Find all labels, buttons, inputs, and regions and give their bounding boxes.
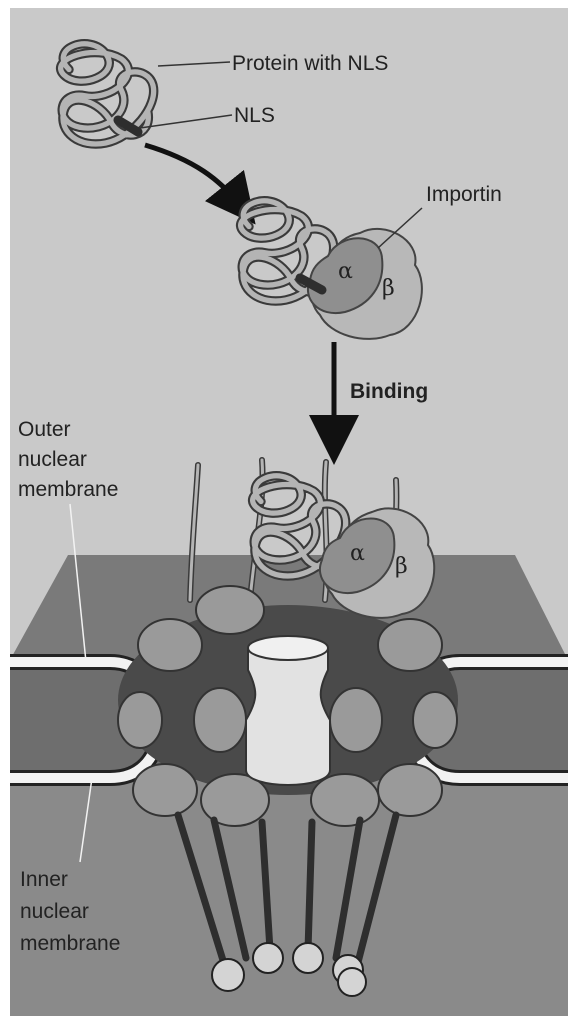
- svg-text:Inner: Inner: [20, 868, 68, 891]
- svg-text:nuclear: nuclear: [20, 900, 89, 923]
- binding-label: Binding: [350, 380, 428, 403]
- importin-label: Importin: [426, 183, 502, 206]
- docked-beta-label: β: [395, 554, 408, 579]
- docked-alpha-label: α: [350, 541, 365, 566]
- alpha-label: α: [338, 259, 353, 284]
- svg-text:membrane: membrane: [18, 478, 118, 501]
- svg-text:nuclear: nuclear: [18, 448, 87, 471]
- beta-label: β: [382, 276, 395, 301]
- svg-text:membrane: membrane: [20, 932, 120, 955]
- nls-label: NLS: [234, 104, 275, 127]
- svg-text:Outer: Outer: [18, 418, 71, 441]
- inner-membrane-region: [10, 780, 568, 1016]
- protein-label: Protein with NLS: [232, 52, 388, 75]
